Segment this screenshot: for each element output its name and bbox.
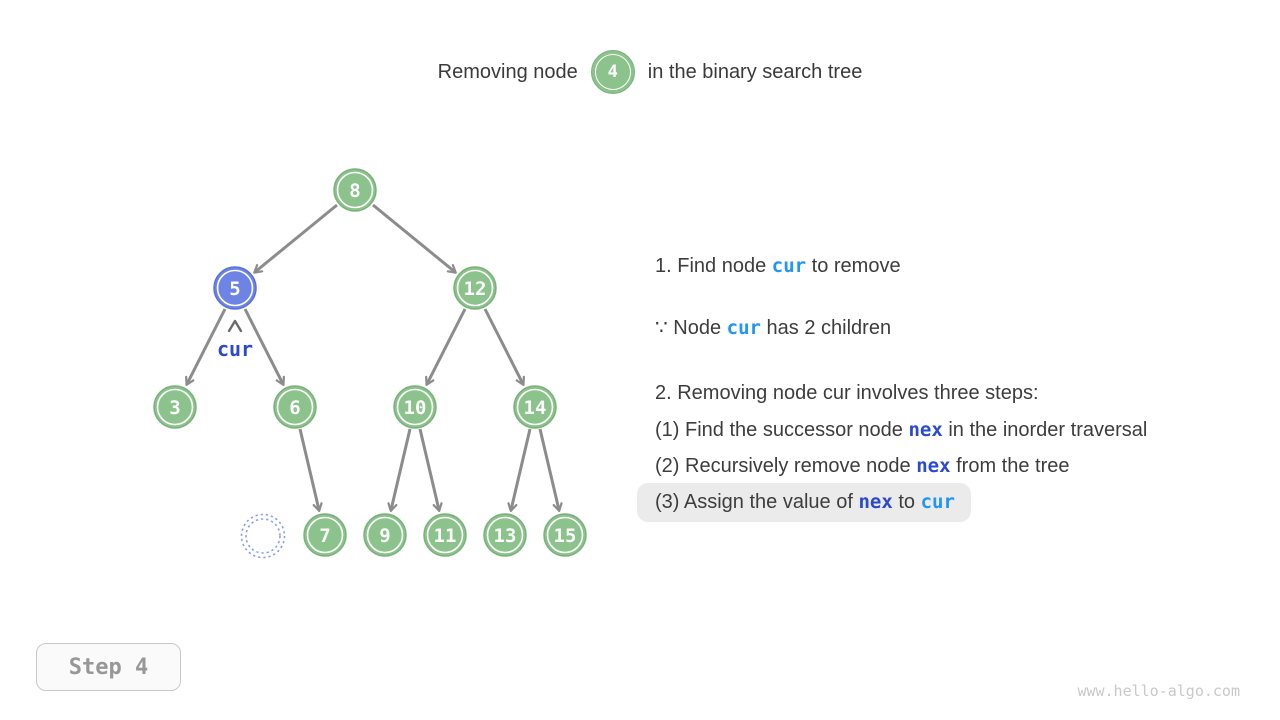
tree-node-9: 9 — [363, 513, 407, 557]
keyword-nex: nex — [908, 419, 943, 441]
edge-12-10 — [425, 308, 467, 386]
svg-text:13: 13 — [494, 525, 517, 547]
tree-node-11: 11 — [423, 513, 467, 557]
note-line-1: 1. Find node cur to remove — [655, 255, 901, 277]
edge-12-14 — [483, 308, 525, 386]
svg-text:8: 8 — [349, 180, 360, 202]
step-badge-label: Step 4 — [68, 654, 149, 680]
watermark: www.hello-algo.com — [1077, 682, 1240, 700]
svg-text:7: 7 — [319, 525, 330, 547]
tree-node-5-cur: 5 — [213, 266, 257, 310]
note-line-3: 2. Removing node cur involves three step… — [655, 382, 1039, 404]
cur-pointer-arrow-icon — [227, 319, 243, 333]
tree-node-3: 3 — [153, 385, 197, 429]
svg-text:14: 14 — [524, 397, 547, 419]
keyword-cur: cur — [771, 255, 807, 277]
page-title: Removing node 4 in the binary search tre… — [0, 50, 1280, 94]
keyword-cur: cur — [920, 491, 955, 513]
edge-5-3 — [185, 308, 227, 386]
note-line-6-highlighted: (3) Assign the value of nex to cur — [637, 483, 971, 522]
edge-8-5 — [253, 203, 338, 274]
svg-text:9: 9 — [379, 525, 390, 547]
tree-node-8: 8 — [333, 168, 377, 212]
step-badge: Step 4 — [36, 643, 181, 691]
edge-10-11 — [418, 428, 443, 513]
tree-node-7: 7 — [303, 513, 347, 557]
tree-node-10: 10 — [393, 385, 437, 429]
svg-text:6: 6 — [289, 397, 300, 419]
svg-text:15: 15 — [554, 525, 577, 547]
svg-text:3: 3 — [169, 397, 180, 419]
keyword-cur: cur — [726, 317, 761, 339]
title-prefix: Removing node — [437, 60, 578, 83]
tree-node-14: 14 — [513, 385, 557, 429]
cur-pointer-label: cur — [217, 337, 253, 361]
note-line-2: ∵ Node cur has 2 children — [655, 317, 892, 339]
edge-14-13 — [507, 428, 532, 513]
note-line-4: (1) Find the successor node nex in the i… — [655, 419, 1148, 441]
tree-node-15: 15 — [543, 513, 587, 557]
keyword-nex: nex — [916, 455, 951, 477]
note-line-5: (2) Recursively remove node nex from the… — [655, 455, 1070, 477]
edge-8-12 — [372, 203, 457, 274]
tree-node-6: 6 — [273, 385, 317, 429]
keyword-nex: nex — [858, 491, 893, 513]
node-inner-ring — [594, 54, 631, 90]
svg-text:10: 10 — [404, 397, 427, 419]
tree-node-12: 12 — [453, 266, 497, 310]
tree-node-13: 13 — [483, 513, 527, 557]
edge-10-9 — [387, 428, 412, 513]
svg-text:12: 12 — [464, 278, 487, 300]
svg-text:11: 11 — [434, 525, 457, 547]
edge-5-6 — [243, 308, 285, 386]
edge-6-7 — [298, 428, 323, 513]
edge-14-15 — [538, 428, 563, 513]
removed-node-placeholder — [240, 513, 286, 559]
title-node-4: 4 — [590, 50, 635, 94]
svg-text:5: 5 — [229, 278, 240, 300]
title-suffix: in the binary search tree — [647, 60, 863, 83]
